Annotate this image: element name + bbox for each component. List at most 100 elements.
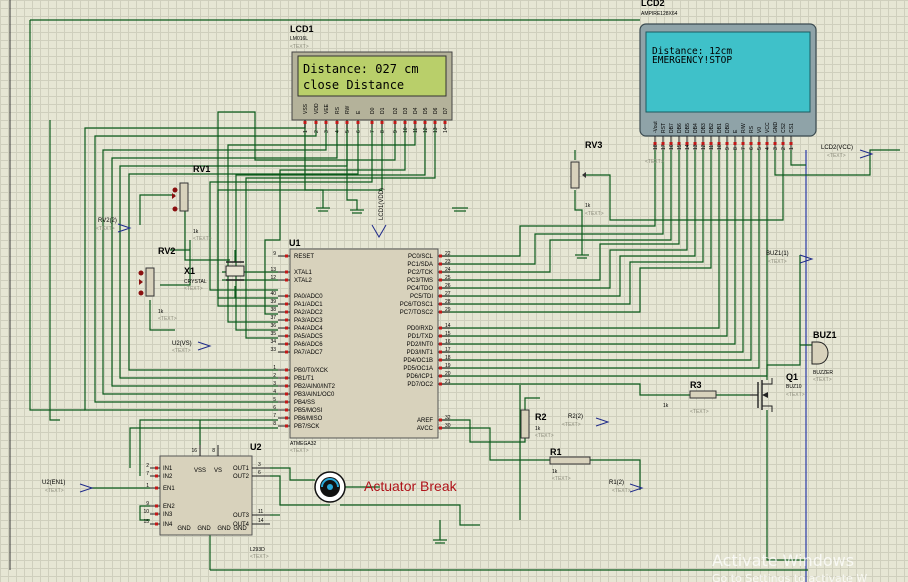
lcd2-pin-number: 13	[693, 144, 699, 150]
u1-right-pin-name: PD3/INT1	[407, 350, 434, 356]
r3[interactable]: R3 1k <TEXT>	[663, 380, 717, 415]
u2-left-pin-name: IN3	[163, 512, 173, 518]
r1-net: R1(2)	[609, 480, 624, 486]
q1-mosfet[interactable]: Q1 BUZ10 <TEXT>	[750, 372, 805, 412]
x1-crystal[interactable]: X1 CRYSTAL <TEXT>	[184, 261, 245, 292]
u1-left-pin-name: PA6/ADC6	[294, 342, 323, 348]
lcd2-pin-number: 8	[733, 147, 739, 150]
lcd2-pin-name: R/W	[741, 123, 747, 133]
rv2-value: 1k	[158, 309, 164, 315]
lcd2-screen	[645, 31, 811, 113]
lcd2-pin-number: 4	[765, 147, 771, 150]
lcd1[interactable]: LCD1 LM016L <TEXT> Distance: 027 cm clos…	[290, 24, 453, 220]
u1-right-pin-number: 16	[445, 339, 451, 345]
u1-left-pin-name: PB4/SS	[294, 400, 315, 406]
rv2-ref: RV2	[158, 246, 175, 256]
lcd2-model: AMPIRE128X64	[641, 11, 678, 17]
rv3-ref: RV3	[585, 140, 602, 150]
u1-left-pin-number: 12	[270, 275, 276, 281]
buz1-text-tag: <TEXT>	[813, 377, 832, 383]
lcd1-pin-name: D2	[393, 107, 399, 114]
r1[interactable]: R1 1k <TEXT> R1(2) <TEXT>	[549, 447, 631, 494]
u1-left-pin-name: PB6/MISO	[294, 416, 323, 422]
u2-left-pin-name: IN2	[163, 474, 173, 480]
lcd2-pin-number: 6	[749, 147, 755, 150]
r2[interactable]: R2 1k <TEXT> R2(2) <TEXT>	[520, 409, 583, 439]
u2-left-pin-number: 1	[146, 483, 149, 489]
q1-arrow-icon	[762, 392, 768, 398]
u1-left-pin-name: XTAL2	[294, 278, 313, 284]
lcd2-pin-name: DB1	[717, 123, 723, 133]
rv2[interactable]: RV2 1k <TEXT>	[138, 246, 177, 322]
rv1-wiper-icon	[172, 193, 176, 199]
motor[interactable]: Actuator Break	[314, 471, 458, 503]
rv3[interactable]: RV3 1k <TEXT>	[570, 140, 604, 217]
lcd2-pin-number: 7	[741, 147, 747, 150]
u2-right-pin-number: 3	[258, 462, 261, 468]
u1-left-pin-name: PB0/T0/XCK	[294, 368, 328, 374]
u1-left-pin-number: 5	[273, 397, 276, 403]
u2-left-pin-number: 15	[143, 519, 149, 525]
u1-left-pin-number: 1	[273, 365, 276, 371]
lcd2-pin-number: 2	[781, 147, 787, 150]
r3-body	[689, 390, 717, 399]
u1-right-pin-number: 32	[445, 415, 451, 421]
lcd1-screen	[297, 55, 447, 97]
rv2-body	[145, 267, 155, 297]
u1-right-pin-number: 19	[445, 363, 451, 369]
r1-net-text-tag: <TEXT>	[612, 488, 631, 494]
u1-left-pin-name: PA4/ADC4	[294, 326, 323, 332]
lcd2-text-tag: <TEXT>	[645, 159, 664, 165]
lcd1-pin-name: RS	[335, 106, 341, 114]
u1-model: ATMEGA32	[290, 441, 317, 447]
u2-vs-net: U2(VS)	[172, 341, 192, 347]
u1-left-pin-number: 38	[270, 307, 276, 313]
u2-vs-text-tag: <TEXT>	[172, 348, 191, 354]
lcd2-pin-number: 15	[677, 144, 683, 150]
u1-right-pin-number: 22	[445, 251, 451, 257]
u2-right-pin-name: OUT2	[233, 474, 250, 480]
u2-left-pin-name: IN4	[163, 522, 173, 528]
u2-right-pin-number: 14	[258, 518, 264, 524]
lcd1-pin-name: D0	[370, 107, 376, 114]
u1-right-pin-name: PC0/SCL	[408, 254, 434, 260]
lcd1-pin-number: 10	[403, 127, 409, 133]
u2-gnd-label: GND	[177, 526, 191, 532]
lcd2-pin-name: -Vout	[653, 121, 659, 133]
u1-right-pin-name: PD4/OC1B	[403, 358, 433, 364]
u1-left-pin-name: PB3/AIN1/OC0	[294, 392, 335, 398]
u1-body	[289, 248, 439, 439]
u1-left-pin-number: 35	[270, 331, 276, 337]
u2-top-pin-number: 8	[212, 448, 215, 454]
u2-en-text-tag: <TEXT>	[45, 488, 64, 494]
u1-left-pin-name: RESET	[294, 254, 314, 260]
u1-right-pin-number: 20	[445, 371, 451, 377]
u1-right-pin-number: 15	[445, 331, 451, 337]
r3-value: 1k	[663, 403, 669, 409]
r1-body	[549, 456, 591, 465]
buz1-buzzer[interactable]: BUZ1 BUZZER <TEXT> BUZ1(1) <TEXT>	[766, 251, 837, 383]
u1-left-pin-number: 4	[273, 389, 276, 395]
lcd1-pin-number: 6	[356, 130, 362, 133]
rv1-text-tag: <TEXT>	[193, 236, 212, 242]
rv1[interactable]: RV1 1k <TEXT> RV2(2) <TEXT>	[96, 164, 212, 242]
u1-right-pin-number: 27	[445, 291, 451, 297]
u2-ref: U2	[250, 442, 262, 452]
r2-net: R2(2)	[568, 414, 583, 420]
lcd2-pin-name: VCC	[765, 122, 771, 133]
lcd1-model: LM016L	[290, 36, 308, 42]
u1-left-pin-number: 37	[270, 315, 276, 321]
u1-right-pin-number: 25	[445, 275, 451, 281]
u1-left-pin-number: 40	[270, 291, 276, 297]
lcd1-pin-number: 3	[324, 130, 330, 133]
u2-top-pin-name: VS	[214, 468, 222, 474]
r2-text-tag: <TEXT>	[535, 433, 554, 439]
u2-model: L293D	[250, 547, 265, 553]
lcd2[interactable]: LCD2 AMPIRE128X64 Distance: 12cm EMERGEN…	[639, 0, 853, 165]
u2-gnd-label: GND	[233, 526, 247, 532]
u2-right-pin-name: OUT1	[233, 466, 250, 472]
lcd1-pin-name: D5	[423, 107, 429, 114]
